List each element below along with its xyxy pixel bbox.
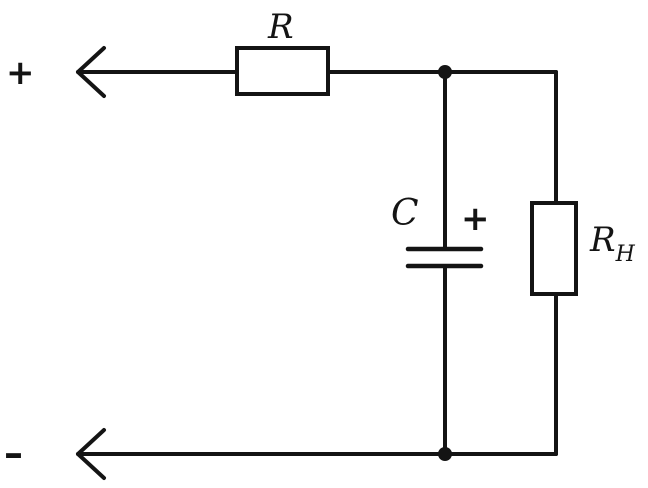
positive-terminal-sign: + [6,53,35,93]
load-resistor [530,201,578,296]
capacitor-polarity-sign: + [461,199,490,239]
series-resistor [235,46,330,96]
series-resistor-label: R [267,7,294,47]
load-resistor-label-subscript: H [615,242,636,267]
bottom-junction-node [438,447,452,461]
top-junction-node [438,65,452,79]
load-resistor-label-main: R [589,220,616,260]
load-resistor-label: RH [589,220,636,267]
negative-terminal-sign: – [4,431,23,475]
capacitor-label: C [391,193,419,234]
